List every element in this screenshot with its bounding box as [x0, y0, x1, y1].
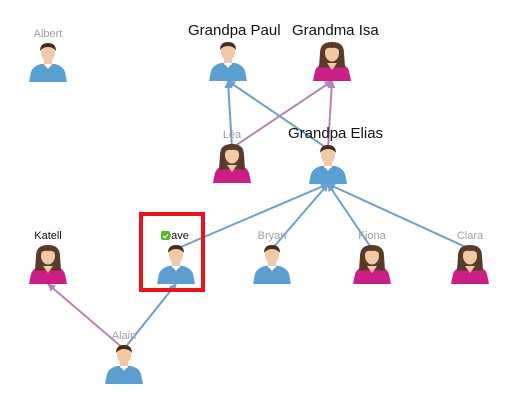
link-alain-to-dave [123, 283, 177, 350]
female-person-icon [292, 41, 372, 81]
check-badge-icon [161, 231, 170, 240]
male-person-icon [8, 42, 88, 82]
male-person-icon [84, 344, 164, 384]
link-elias-to-isa [327, 80, 336, 150]
person-node-clara[interactable]: Clara [430, 230, 510, 284]
person-name: Léa [222, 129, 242, 141]
person-name: Grandpa Elias [288, 125, 384, 142]
female-person-icon [430, 244, 510, 284]
link-lea-to-isa [231, 80, 333, 149]
person-name: Grandma Isa [292, 22, 379, 39]
link-bryan-to-elias [271, 183, 329, 250]
link-alain-to-katell [47, 283, 125, 350]
person-node-paul[interactable]: Grandpa Paul [188, 22, 281, 81]
person-node-lea[interactable]: Léa [192, 129, 272, 183]
male-person-icon [232, 244, 312, 284]
person-name: Alain [111, 330, 137, 342]
person-node-elias[interactable]: Grandpa Elias [288, 125, 384, 184]
person-name: Fiona [358, 230, 386, 242]
link-lea-to-paul [224, 80, 233, 149]
person-name: Albert [33, 28, 63, 40]
person-name: Bryan [257, 230, 287, 242]
person-node-alain[interactable]: Alain [84, 330, 164, 384]
person-name: Clara [456, 230, 484, 242]
person-name: Dave [163, 230, 189, 242]
male-person-icon [136, 244, 216, 284]
person-name: Grandpa Paul [188, 22, 281, 39]
female-person-icon [332, 244, 412, 284]
link-elias-to-paul [227, 80, 329, 150]
person-node-katell[interactable]: Katell [8, 230, 88, 284]
link-clara-to-elias [327, 183, 471, 250]
person-node-albert[interactable]: Albert [8, 28, 88, 82]
person-node-isa[interactable]: Grandma Isa [292, 22, 379, 81]
male-person-icon [288, 144, 368, 184]
link-fiona-to-elias [327, 183, 373, 250]
female-person-icon [8, 244, 88, 284]
person-name: Katell [34, 230, 62, 242]
person-node-bryan[interactable]: Bryan [232, 230, 312, 284]
male-person-icon [188, 41, 268, 81]
female-person-icon [192, 143, 272, 183]
person-node-fiona[interactable]: Fiona [332, 230, 412, 284]
person-node-dave[interactable]: Dave [136, 230, 216, 284]
